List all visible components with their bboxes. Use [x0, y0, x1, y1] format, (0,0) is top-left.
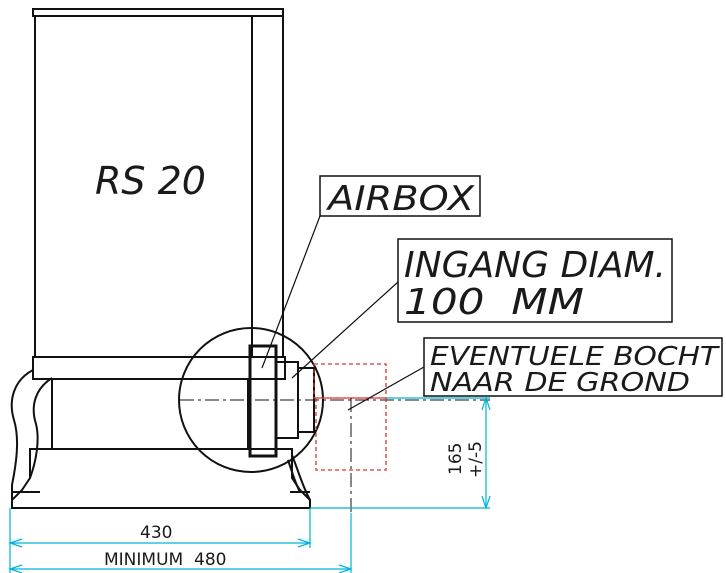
minimum-width-label: MINIMUM 480: [104, 550, 226, 570]
airbox-label: AIRBOX: [326, 179, 475, 219]
height-dimension-tolerance: +/-5: [466, 441, 486, 478]
width-480-arrow-left: [8, 564, 23, 573]
stove-base: [11, 448, 311, 509]
bend-label-line1: EVENTUELE BOCHT: [430, 342, 720, 372]
left-leg-inner: [29, 377, 53, 479]
airbox-label-box: [319, 175, 481, 217]
inlet-label-line2: 100 MM: [404, 282, 584, 323]
stove-body: [11, 8, 311, 509]
inlet-leader: [291, 281, 399, 379]
inlet-label-line1: INGANG DIAM.: [404, 245, 666, 286]
airbox-leader: [261, 215, 321, 369]
stove-top-plate: [32, 8, 284, 17]
stove-collar: [32, 356, 286, 380]
left-leg-outer: [10, 369, 34, 500]
stove-model-label: RS 20: [95, 159, 206, 203]
width-dimension-480: [8, 513, 353, 573]
height-dimension: [310, 396, 491, 510]
width-430-arrow-right: [297, 538, 312, 548]
width-dimension-430: [8, 508, 312, 573]
width-480-arrow-right: [338, 564, 353, 573]
bend-horizontal-section: [313, 363, 387, 399]
bend-leader: [347, 366, 425, 411]
right-leg-inner: [287, 459, 301, 493]
height-dimension-value: 165: [446, 443, 466, 475]
width-430-arrow-left: [8, 538, 23, 548]
ash-box: [51, 378, 249, 450]
inlet-label-box: [397, 238, 673, 323]
bend-label-line2: NAAR DE GROND: [430, 368, 690, 398]
stove-legs: [10, 369, 311, 501]
width-dimension-value: 430: [140, 523, 172, 543]
height-arrow-top: [481, 396, 491, 411]
airbox: [248, 344, 278, 458]
height-arrow-bottom: [481, 495, 491, 510]
optional-bend: [313, 363, 387, 471]
